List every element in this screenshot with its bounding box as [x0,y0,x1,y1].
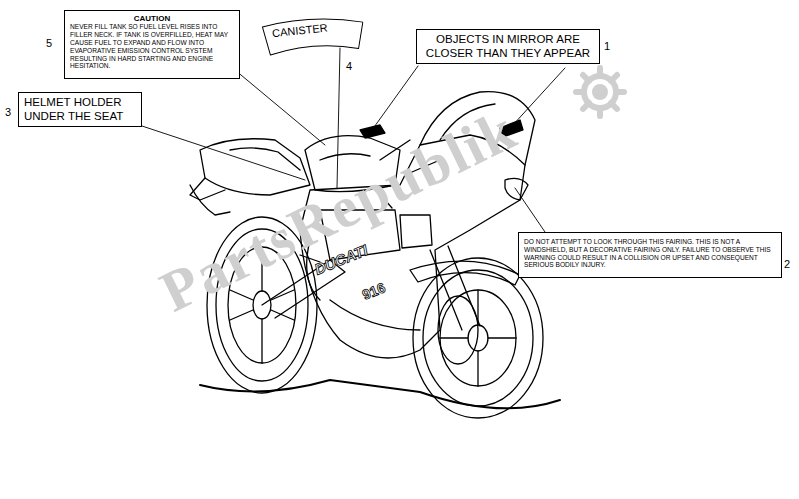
callout-number: 5 [46,37,52,49]
label-text: NEVER FILL TANK SO FUEL LEVEL RISES INTO… [70,23,234,70]
model-decal: 916 [360,279,388,303]
watermark-gear [576,68,624,116]
mirror-label: OBJECTS IN MIRROR ARE CLOSER THAN THEY A… [416,29,600,64]
label-heading: CAUTION [70,14,234,23]
callout-number: 3 [5,106,11,118]
callout-number: 2 [784,258,790,270]
caution-label: CAUTIONNEVER FILL TANK SO FUEL LEVEL RIS… [64,10,240,79]
label-text: HELMET HOLDER UNDER THE SEAT [24,96,136,123]
helmet-label: HELMET HOLDER UNDER THE SEAT [18,92,142,127]
fairing-warning-label: DO NOT ATTEMPT TO LOOK THROUGH THIS FAIR… [518,232,782,278]
callout-number: 1 [604,40,610,52]
callout-number: 4 [346,60,352,72]
label-text: DO NOT ATTEMPT TO LOOK THROUGH THIS FAIR… [524,238,776,269]
label-text: OBJECTS IN MIRROR ARE CLOSER THAN THEY A… [421,33,595,60]
canister-label: CANISTER [261,11,363,49]
